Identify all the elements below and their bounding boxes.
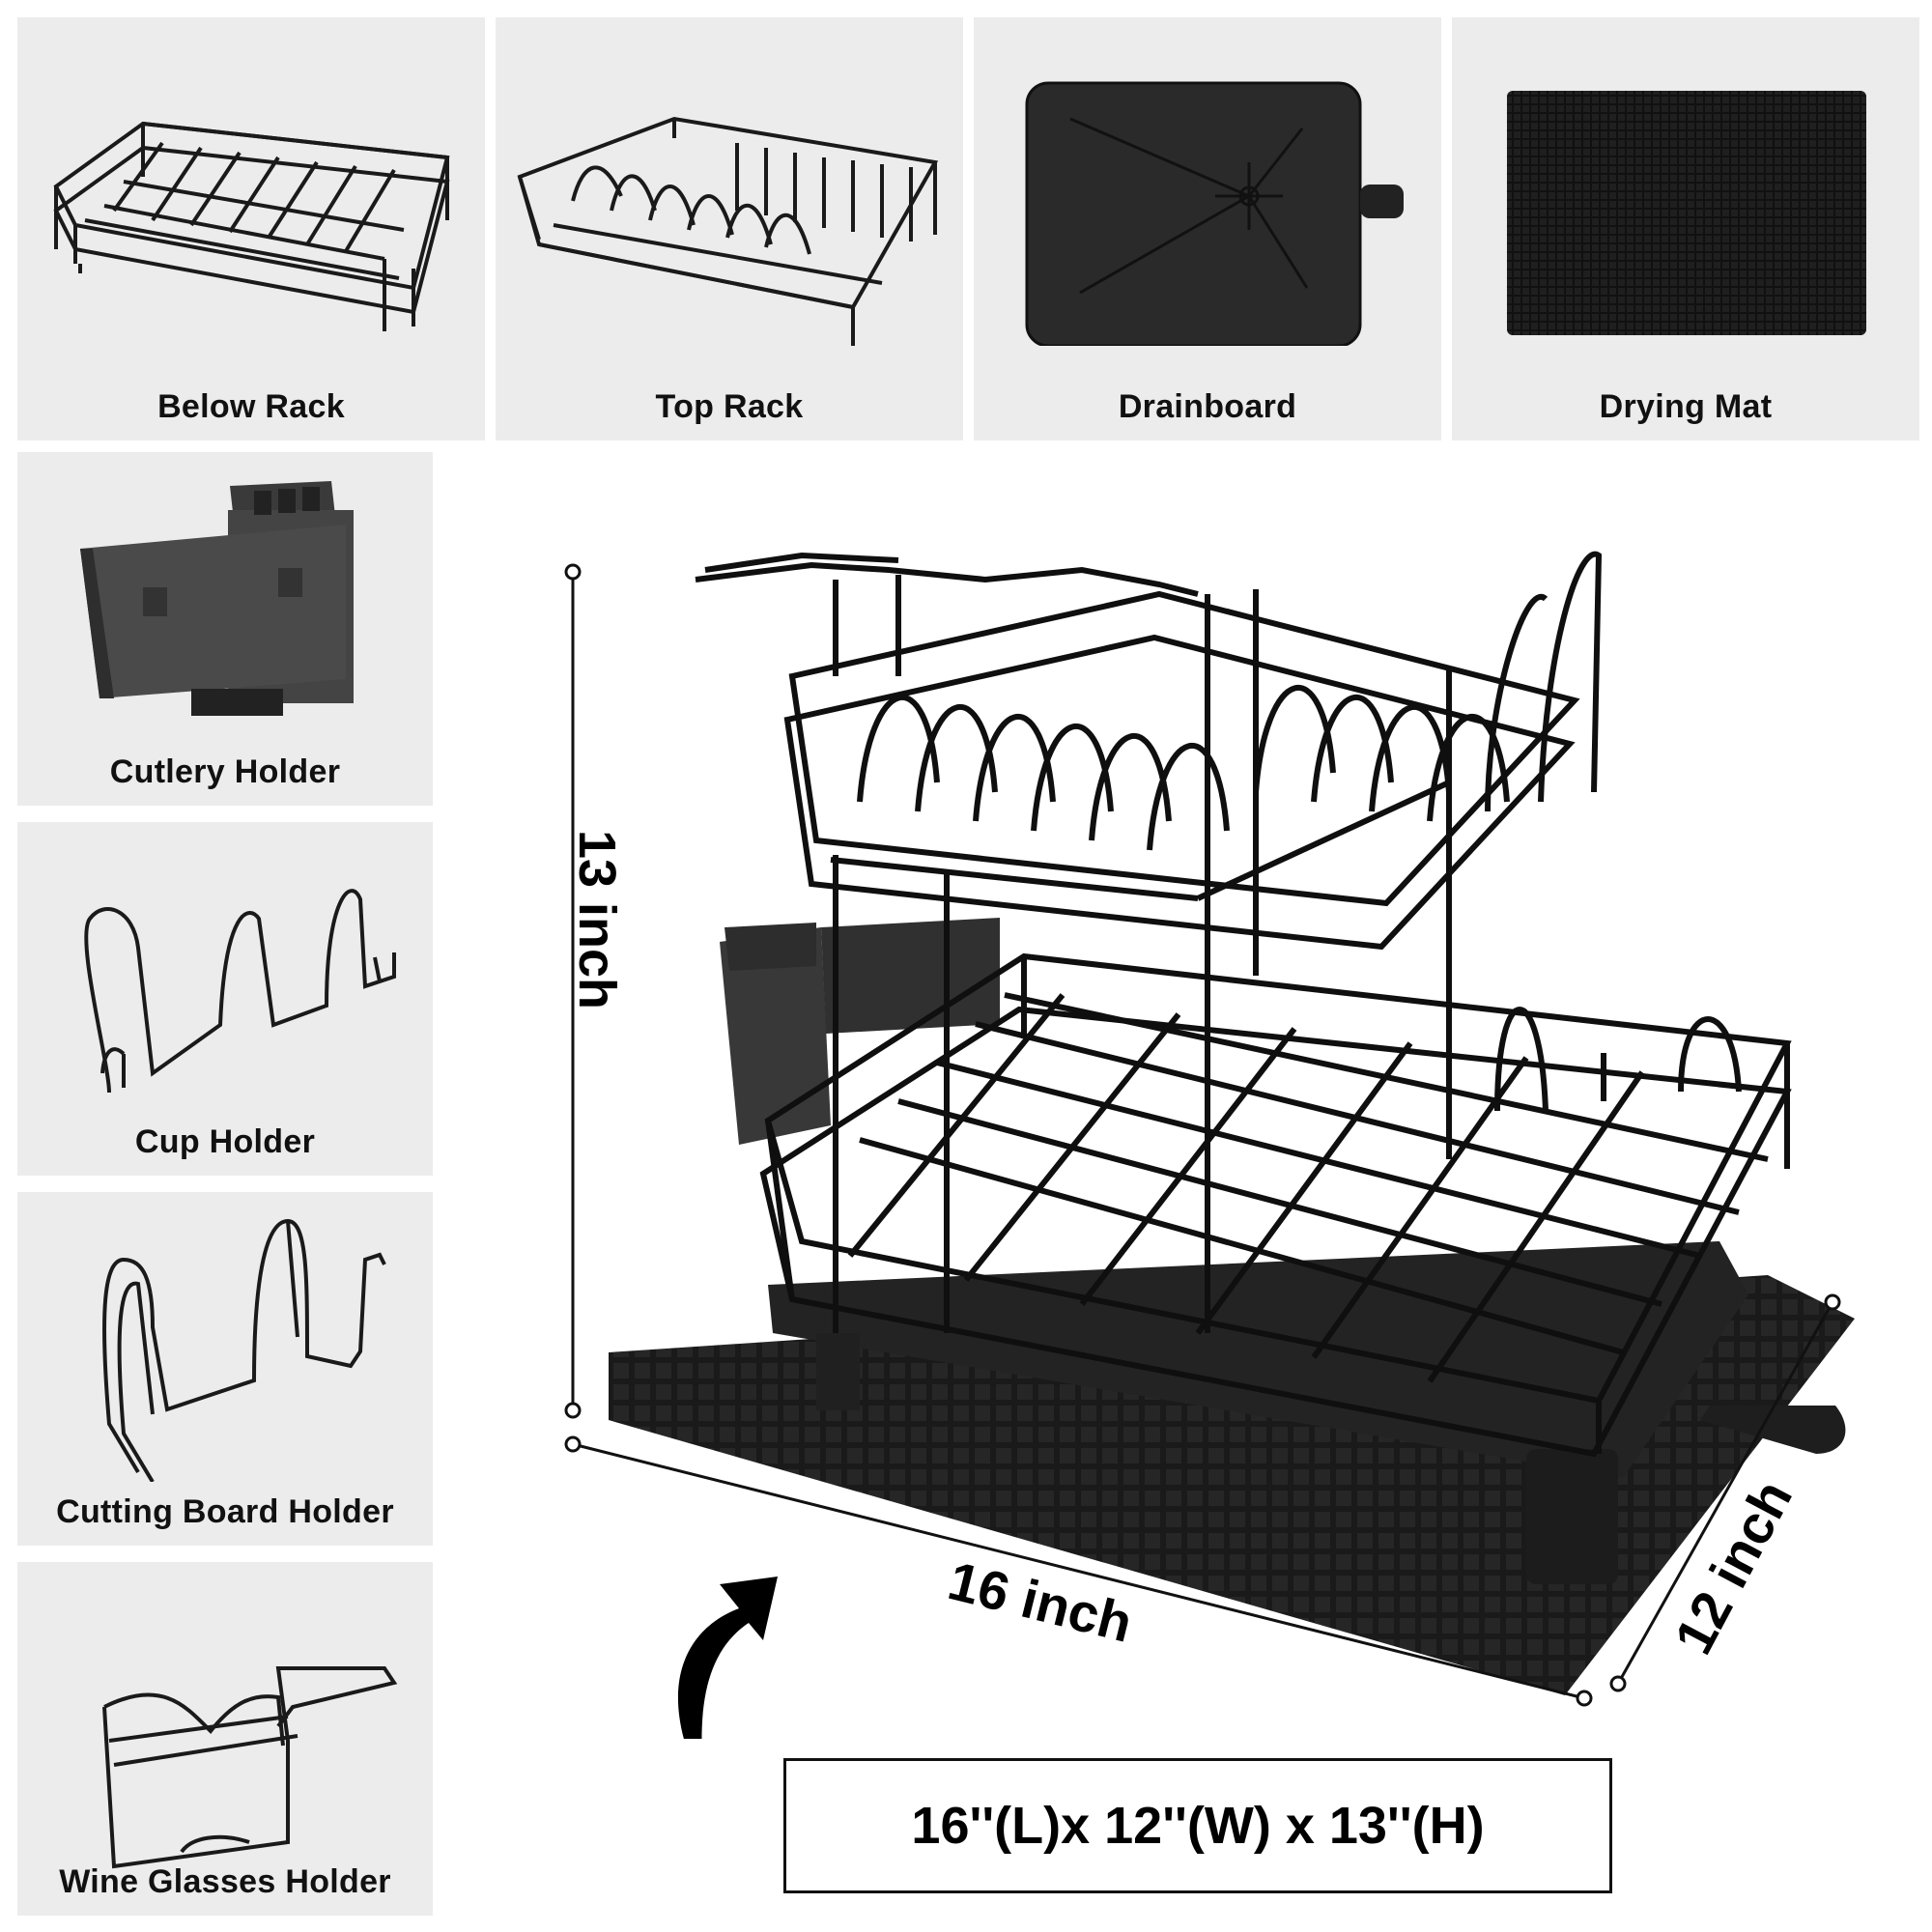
cutting-board-holder-label: Cutting Board Holder — [56, 1493, 394, 1530]
drying-mat-icon — [1507, 91, 1866, 335]
top-rack-icon — [517, 116, 939, 346]
curved-arrow-icon — [677, 1577, 778, 1739]
drying-mat-label: Drying Mat — [1599, 388, 1773, 425]
below-rack-icon — [53, 121, 450, 331]
accessory-panel-cutting-board-holder: Cutting Board Holder — [17, 1192, 433, 1546]
dimensions-summary-box: 16''(L)x 12''(W) x 13''(H) — [783, 1758, 1612, 1893]
cup-holder-label: Cup Holder — [134, 1123, 316, 1160]
below-rack-label: Below Rack — [157, 388, 345, 425]
accessory-panel-drainboard: Drainboard — [974, 17, 1441, 440]
cup-holder-icon — [84, 889, 396, 1094]
drainboard-tray — [768, 1241, 1748, 1478]
dimensions-summary-text: 16''(L)x 12''(W) x 13''(H) — [911, 1797, 1485, 1855]
drainboard-icon — [1025, 81, 1404, 346]
cutlery-holder-icon — [80, 481, 354, 716]
cutlery-holder — [720, 927, 831, 1145]
wine-glasses-holder-label: Wine Glasses Holder — [59, 1863, 391, 1900]
accessory-panel-cutlery-holder: Cutlery Holder — [17, 452, 433, 806]
height-dimension-label: 13 inch — [568, 829, 626, 1010]
cutlery-holder-label: Cutlery Holder — [109, 753, 341, 790]
accessory-panel-wine-glasses-holder: Wine Glasses Holder — [17, 1562, 433, 1916]
wine-glasses-holder-icon — [102, 1666, 398, 1869]
cutting-board-holder-icon — [102, 1218, 386, 1482]
accessory-panel-below-rack: Below Rack — [17, 17, 485, 440]
accessory-panel-drying-mat: Drying Mat — [1452, 17, 1919, 440]
accessory-panel-top-rack: Top Rack — [496, 17, 963, 440]
drainboard-label: Drainboard — [1118, 388, 1297, 425]
top-rack-label: Top Rack — [655, 388, 804, 425]
accessory-panel-cup-holder: Cup Holder — [17, 822, 433, 1176]
dish-rack-product-image — [564, 551, 1855, 1739]
